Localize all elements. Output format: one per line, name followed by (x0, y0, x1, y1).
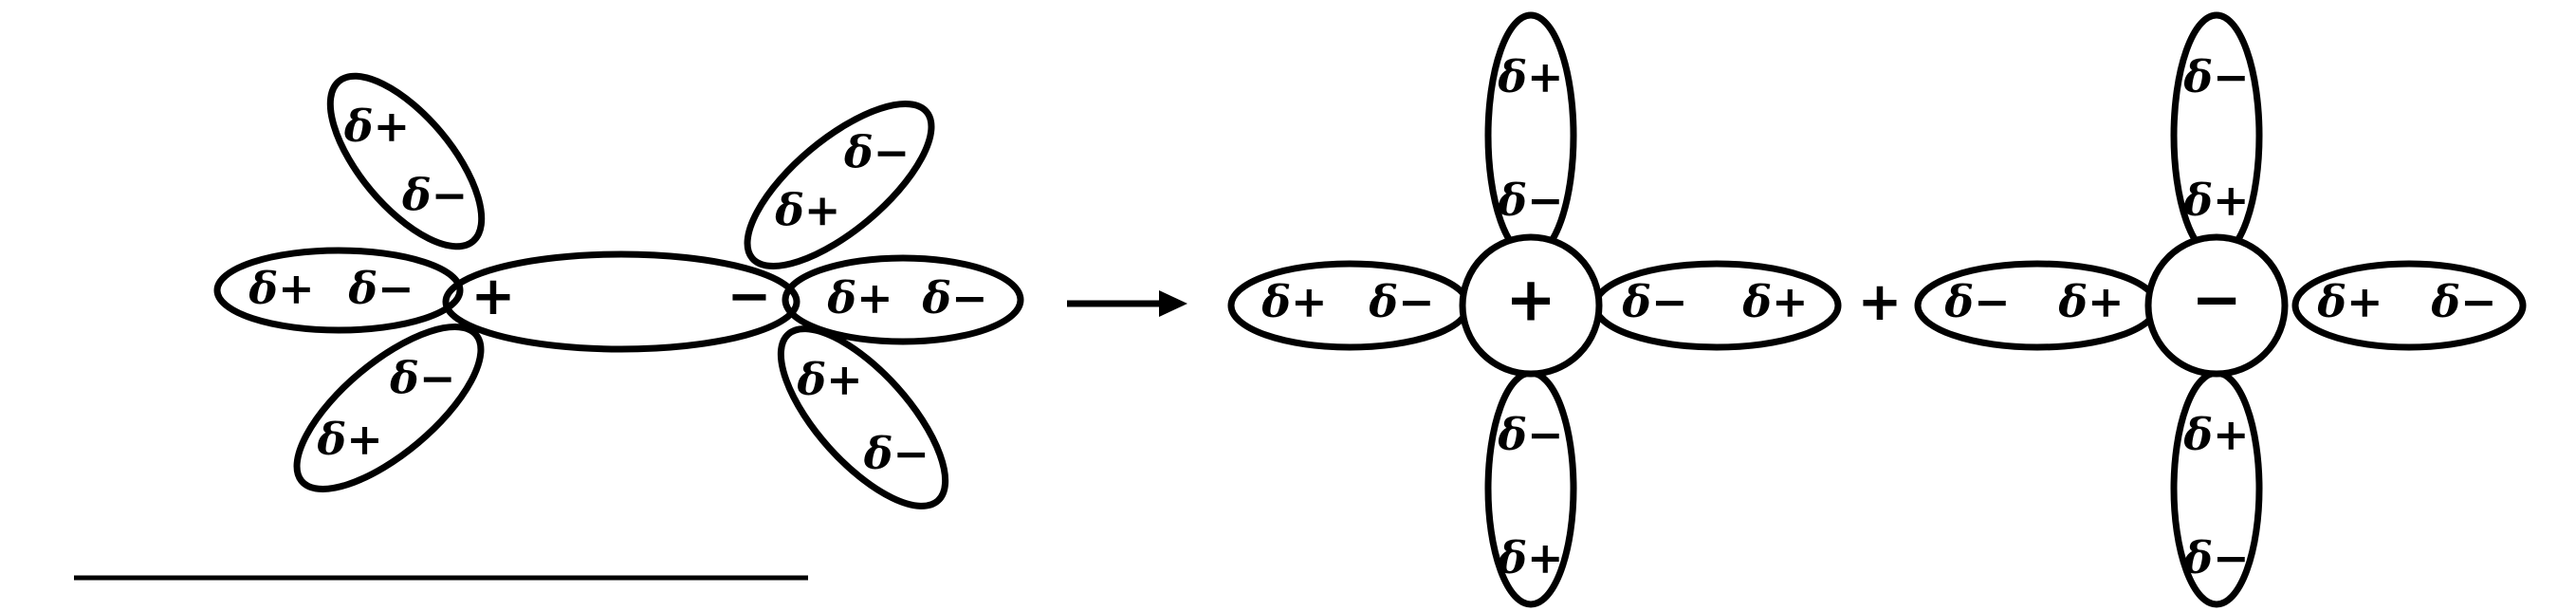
dipole-label: δ+ (2057, 276, 2124, 327)
ion-pair-positive-label: + (471, 266, 516, 327)
dipole-label: δ− (347, 263, 414, 314)
dipole-label: δ− (401, 170, 468, 221)
dipole-label: δ+ (2182, 409, 2249, 460)
dipole-label: δ+ (2316, 276, 2383, 327)
dipole-label: δ+ (796, 354, 862, 405)
anion-circle (2144, 233, 2289, 378)
dipole-label: δ+ (826, 272, 892, 324)
plus-sign: + (1858, 271, 1903, 333)
dipole-label: δ− (389, 353, 455, 404)
ion-pair-ellipse (442, 250, 800, 353)
solvated-ion-pair: + − δ+ δ− δ+ δ− δ+ δ− δ+ δ− δ+ (74, 72, 1024, 581)
cation-circle (1459, 233, 1603, 378)
dipole-ellipse (744, 101, 935, 269)
dipole-label: δ+ (1260, 276, 1327, 327)
dipole-upper-right: δ+ δ− (744, 101, 935, 269)
dipole-right: δ+ δ− (2291, 260, 2527, 351)
dipole-label: δ− (921, 272, 987, 324)
dipole-top: δ− δ+ (2170, 11, 2263, 260)
dipole-bottom: δ− δ+ (1484, 369, 1577, 608)
dipole-right: δ− δ+ (1592, 260, 1842, 351)
cation-charge-label: + (1505, 266, 1556, 336)
dipole-ellipse (326, 72, 486, 250)
dipole-label: δ− (843, 126, 910, 177)
dipole-label: δ− (2182, 51, 2249, 102)
dipole-ellipse (777, 325, 949, 509)
dipole-ellipse (782, 254, 1024, 345)
dipole-label: δ− (1368, 276, 1434, 327)
dipole-lower-right: δ+ δ− (777, 325, 949, 509)
dipole-upper-left: δ+ δ− (326, 72, 486, 250)
anion-charge-label: − (2191, 266, 2242, 336)
dipole-top: δ+ δ− (1484, 11, 1577, 260)
solvated-cation: δ+ δ− δ+ δ− δ− δ+ δ− δ+ + (1227, 11, 1842, 608)
dipole-label: δ− (1497, 175, 1563, 226)
dipole-label: δ+ (248, 263, 314, 314)
dipole-lower-left: δ+ δ− (293, 324, 485, 492)
dipole-label: δ+ (1497, 51, 1563, 102)
dipole-right: δ+ δ− (782, 254, 1024, 345)
dipole-label: δ− (863, 428, 929, 479)
dipole-left: δ+ δ− (213, 247, 464, 334)
dipole-label: δ− (2430, 276, 2496, 327)
dipole-label: δ+ (1741, 276, 1808, 327)
dipole-ellipse (213, 247, 464, 334)
dipole-label: δ− (1621, 276, 1687, 327)
solvated-anion: δ− δ+ δ− δ+ δ+ δ− δ+ δ− − (1914, 11, 2527, 608)
dipole-left: δ+ δ− (1227, 260, 1472, 351)
dipole-label: δ+ (1497, 532, 1563, 583)
dipole-bottom: δ+ δ− (2170, 369, 2263, 608)
dipole-label: δ+ (2182, 175, 2249, 226)
reaction-arrow (1067, 290, 1187, 317)
dipole-left: δ− δ+ (1914, 260, 2161, 351)
dipole-label: δ+ (774, 184, 840, 235)
dipole-label: δ− (1943, 276, 2010, 327)
dipole-ellipse (293, 324, 485, 492)
ion-pair-negative-label: − (727, 266, 772, 327)
dipole-label: δ− (1497, 409, 1563, 460)
dipole-label: δ+ (343, 101, 410, 152)
dipole-label: δ− (2182, 532, 2249, 583)
dipole-label: δ+ (317, 414, 383, 465)
dipole-ellipse (2291, 260, 2527, 351)
